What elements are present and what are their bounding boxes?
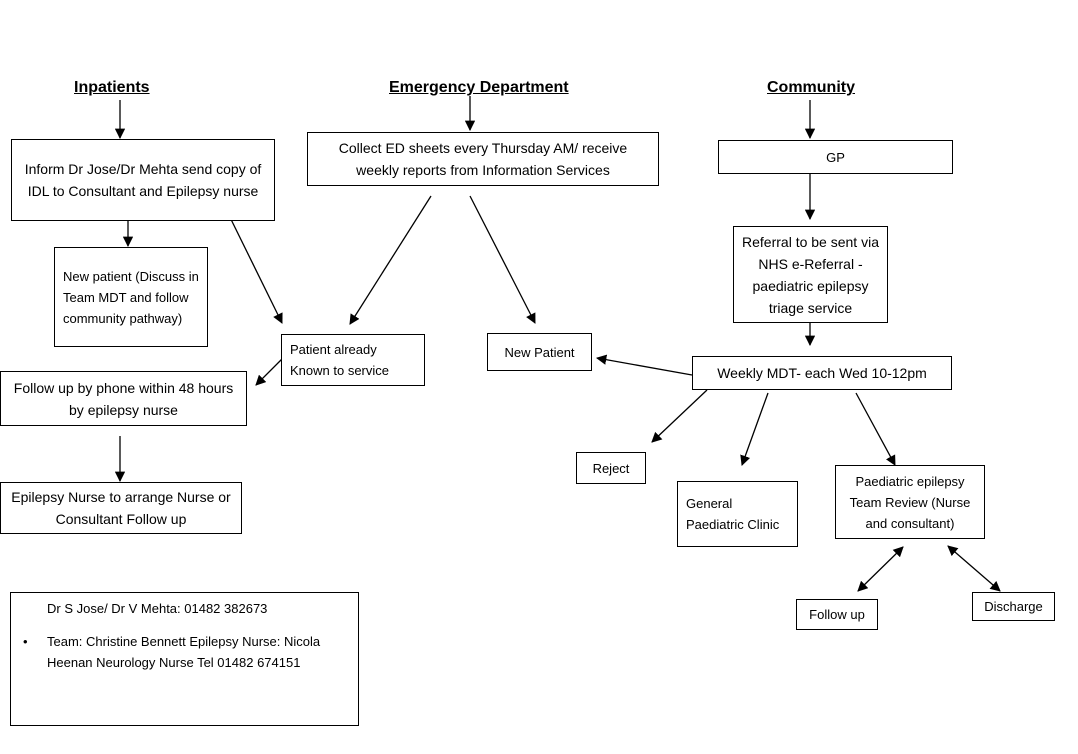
box-follow-up-text: Follow up (809, 607, 865, 622)
arrow-known-to-follow-up-phone (255, 358, 283, 386)
box-epilepsy-nurse-arrange-text: Epilepsy Nurse to arrange Nurse or Consu… (11, 489, 231, 527)
box-collect-ed-sheets: Collect ED sheets every Thursday AM/ rec… (307, 132, 659, 186)
heading-emergency-department: Emergency Department (389, 79, 569, 96)
arrow-collect-to-new-patient (469, 195, 536, 324)
arrow-mdt-to-general-clinic (740, 392, 769, 466)
box-reject: Reject (576, 452, 646, 484)
heading-community: Community (767, 79, 855, 96)
box-new-patient-discuss: New patient (Discuss in Team MDT and fol… (54, 247, 208, 347)
box-general-clinic: General Paediatric Clinic (677, 481, 798, 547)
contacts-box: Dr S Jose/ Dr V Mehta: 01482 382673 • Te… (10, 592, 359, 726)
box-weekly-mdt: Weekly MDT- each Wed 10-12pm (692, 356, 952, 390)
box-collect-ed-sheets-text: Collect ED sheets every Thursday AM/ rec… (338, 140, 628, 178)
bullet-icon: • (23, 634, 28, 649)
box-referral: Referral to be sent via NHS e-Referral -… (733, 226, 888, 323)
box-new-patient-discuss-text: New patient (Discuss in Team MDT and fol… (63, 268, 199, 326)
box-epilepsy-nurse-arrange: Epilepsy Nurse to arrange Nurse or Consu… (0, 482, 242, 534)
arrow-mdt-to-team-review (855, 392, 896, 466)
arrow-mdt-to-new-patient (595, 354, 693, 376)
box-follow-up-phone-text: Follow up by phone within 48 hours by ep… (13, 379, 234, 418)
box-inform-consultant-text: Inform Dr Jose/Dr Mehta send copy of IDL… (24, 161, 262, 199)
box-gp: GP (718, 140, 953, 174)
box-patient-already-known: Patient already Known to service (281, 334, 425, 386)
box-follow-up-phone: Follow up by phone within 48 hours by ep… (0, 371, 247, 426)
box-weekly-mdt-text: Weekly MDT- each Wed 10-12pm (717, 365, 927, 381)
arrow-review-follow-up (857, 546, 904, 592)
contact-doctors: Dr S Jose/ Dr V Mehta: 01482 382673 (47, 601, 268, 616)
box-general-clinic-text: General Paediatric Clinic (686, 496, 780, 532)
box-new-patient: New Patient (487, 333, 592, 371)
heading-inpatients: Inpatients (74, 79, 150, 96)
box-team-review-text: Paediatric epilepsy Team Review (Nurse a… (849, 473, 971, 531)
box-referral-text: Referral to be sent via NHS e-Referral -… (742, 233, 879, 316)
box-patient-already-known-text: Patient already Known to service (290, 342, 389, 378)
arrow-review-discharge (947, 545, 1001, 592)
contact-team: Team: Christine Bennett Epilepsy Nurse: … (47, 634, 321, 670)
box-inform-consultant: Inform Dr Jose/Dr Mehta send copy of IDL… (11, 139, 275, 221)
box-team-review: Paediatric epilepsy Team Review (Nurse a… (835, 465, 985, 539)
arrow-collect-to-known (349, 195, 432, 325)
box-reject-text: Reject (592, 460, 630, 476)
arrow-mdt-to-reject (651, 389, 708, 443)
box-discharge-text: Discharge (984, 599, 1043, 614)
box-follow-up: Follow up (796, 599, 878, 630)
box-gp-text: GP (826, 149, 845, 165)
box-discharge: Discharge (972, 592, 1055, 621)
box-new-patient-text: New Patient (504, 344, 575, 360)
